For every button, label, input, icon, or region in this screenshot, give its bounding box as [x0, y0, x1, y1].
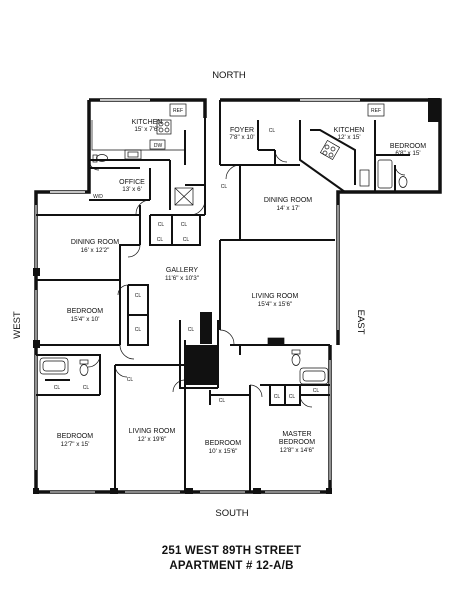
room-dims-dining-a: 16' x 12'2": [81, 247, 110, 254]
room-name-master-2: BEDROOM: [279, 439, 315, 446]
room-name-bedroom-s: BEDROOM: [205, 440, 241, 447]
compass-west: WEST: [12, 311, 23, 339]
room-dims-gallery: 11'6" x 10'3": [165, 275, 199, 282]
cl-label-10: CL: [54, 385, 61, 391]
cl-label-12: CL: [127, 377, 134, 383]
room-name-bedroom-w: BEDROOM: [67, 308, 103, 315]
cl-label-13: CL: [219, 398, 226, 404]
room-name-office: OFFICE: [119, 179, 145, 186]
compass-east: EAST: [355, 310, 366, 335]
window-thin-lines: [35, 205, 339, 493]
room-name-kitchen-a: KITCHEN: [132, 119, 163, 126]
door-swings: [87, 149, 406, 408]
cl-label-11: CL: [83, 385, 90, 391]
room-dims-living-b: 15'4" x 15'6": [258, 301, 293, 308]
room-name-living-b: LIVING ROOM: [252, 293, 299, 300]
fixtures: [39, 103, 408, 385]
room-dims-dining-b: 14' x 17': [276, 205, 299, 212]
room-dims-bedroom-w: 15'4" x 10': [71, 316, 100, 323]
wd-label: W/D: [93, 194, 103, 200]
room-dims-bedroom-s: 10' x 15'6": [209, 448, 238, 455]
cl-label-4: CL: [181, 222, 188, 228]
cl-label-1: CL: [269, 128, 276, 134]
room-dims-master: 12'8" x 14'6": [280, 447, 315, 454]
cl-label-9: CL: [188, 327, 195, 333]
compass: NORTH SOUTH EAST WEST: [12, 70, 366, 519]
address-line-2: APARTMENT # 12-A/B: [169, 560, 294, 572]
room-name-dining-a: DINING ROOM: [71, 239, 119, 246]
room-name-foyer: FOYER: [230, 127, 254, 134]
room-dims-foyer: 7'8" x 10': [229, 134, 254, 141]
columns: [33, 98, 440, 494]
cl-label-5: CL: [157, 237, 164, 243]
room-name-bedroom-sw: BEDROOM: [57, 433, 93, 440]
compass-north: NORTH: [212, 70, 246, 81]
small-labels: REF REF DW W/D CL CL CL CL CL CL CL CL C…: [54, 108, 381, 404]
room-name-bedroom-ne: BEDROOM: [390, 143, 426, 150]
cl-label-14: CL: [274, 394, 281, 400]
compass-south: SOUTH: [215, 508, 248, 519]
cl-label-16: CL: [313, 388, 320, 394]
cl-label-6: CL: [183, 237, 190, 243]
room-dims-bedroom-ne: 6'8" x 15': [395, 150, 420, 157]
ref-label-a: REF: [173, 108, 183, 114]
room-name-master: MASTER: [282, 431, 311, 438]
cl-label-8: CL: [135, 327, 142, 333]
interior-walls: [36, 100, 410, 492]
room-name-dining-b: DINING ROOM: [264, 197, 312, 204]
room-name-kitchen-b: KITCHEN: [334, 127, 365, 134]
cl-label-3: CL: [158, 222, 165, 228]
dw-label: DW: [154, 143, 163, 149]
room-dims-office: 13' x 6': [122, 186, 142, 193]
room-labels: KITCHEN 15' x 7'6" OFFICE 13' x 6' FOYER…: [57, 119, 426, 455]
cl-label-7: CL: [135, 293, 142, 299]
room-dims-kitchen-a: 15' x 7'6": [134, 126, 159, 133]
room-name-gallery: GALLERY: [166, 267, 198, 274]
room-name-living-a: LIVING ROOM: [129, 428, 176, 435]
address-line-1: 251 WEST 89TH STREET: [161, 545, 302, 557]
room-dims-kitchen-b: 12' x 15': [337, 134, 360, 141]
room-dims-living-a: 12' x 19'6": [138, 436, 167, 443]
ref-label-b: REF: [371, 108, 381, 114]
room-dims-bedroom-sw: 12'7" x 15': [61, 441, 90, 448]
cl-label-15: CL: [289, 394, 296, 400]
cl-label-2: CL: [221, 184, 228, 190]
